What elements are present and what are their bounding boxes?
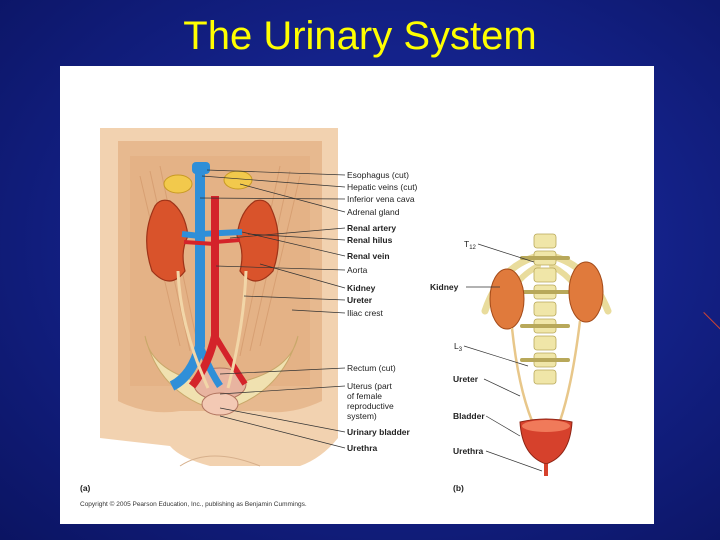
- figure-a-labels: Esophagus (cut) Hepatic veins (cut) Infe…: [347, 170, 418, 453]
- decorative-line: [703, 312, 720, 341]
- label-l3: L3: [454, 341, 463, 353]
- panel-label-a: (a): [80, 483, 91, 493]
- label-adrenal-gland: Adrenal gland: [347, 207, 400, 217]
- label-kidney-b: Kidney: [430, 282, 459, 292]
- panel-label-b: (b): [453, 483, 464, 493]
- slide-title: The Urinary System: [183, 14, 537, 58]
- urinary-system-illustration: Esophagus (cut) Hepatic veins (cut) Infe…: [80, 128, 612, 508]
- copyright-text: Copyright © 2005 Pearson Education, Inc.…: [80, 500, 307, 508]
- label-aorta: Aorta: [347, 265, 368, 275]
- label-uterus-2: of female: [347, 391, 382, 401]
- label-renal-hilus: Renal hilus: [347, 235, 393, 245]
- label-esophagus: Esophagus (cut): [347, 170, 409, 180]
- kidney-right: [236, 199, 279, 282]
- label-urinary-bladder: Urinary bladder: [347, 427, 411, 437]
- label-t12: T12: [464, 239, 477, 251]
- label-kidney: Kidney: [347, 283, 376, 293]
- kidney-b-right: [568, 261, 604, 323]
- esophagus: [192, 162, 210, 174]
- label-uterus-1: Uterus (part: [347, 381, 393, 391]
- figure-panel: Esophagus (cut) Hepatic veins (cut) Infe…: [60, 66, 654, 524]
- label-ureter: Ureter: [347, 295, 373, 305]
- label-uterus-3: reproductive: [347, 401, 394, 411]
- kidney-b-left: [489, 268, 525, 330]
- label-inferior-vena-cava: Inferior vena cava: [347, 194, 415, 204]
- ureter-b-left: [510, 327, 534, 422]
- ureter-right: [226, 270, 248, 389]
- label-iliac-crest: Iliac crest: [347, 308, 384, 318]
- label-uterus-4: system): [347, 411, 377, 421]
- figure-b-labels: T12 Kidney L3 Ureter Bladder Urethra: [430, 239, 485, 456]
- label-bladder-b: Bladder: [453, 411, 485, 421]
- ureter-left: [176, 270, 210, 389]
- label-urethra-b: Urethra: [453, 446, 484, 456]
- label-renal-vein: Renal vein: [347, 251, 390, 261]
- label-hepatic-veins: Hepatic veins (cut): [347, 182, 418, 192]
- label-rectum: Rectum (cut): [347, 363, 396, 373]
- label-renal-artery: Renal artery: [347, 223, 396, 233]
- adrenal-gland-left: [163, 174, 193, 194]
- kidney-left: [146, 199, 189, 282]
- label-ureter-b: Ureter: [453, 374, 479, 384]
- label-urethra: Urethra: [347, 443, 378, 453]
- ureter-b-right: [558, 320, 582, 422]
